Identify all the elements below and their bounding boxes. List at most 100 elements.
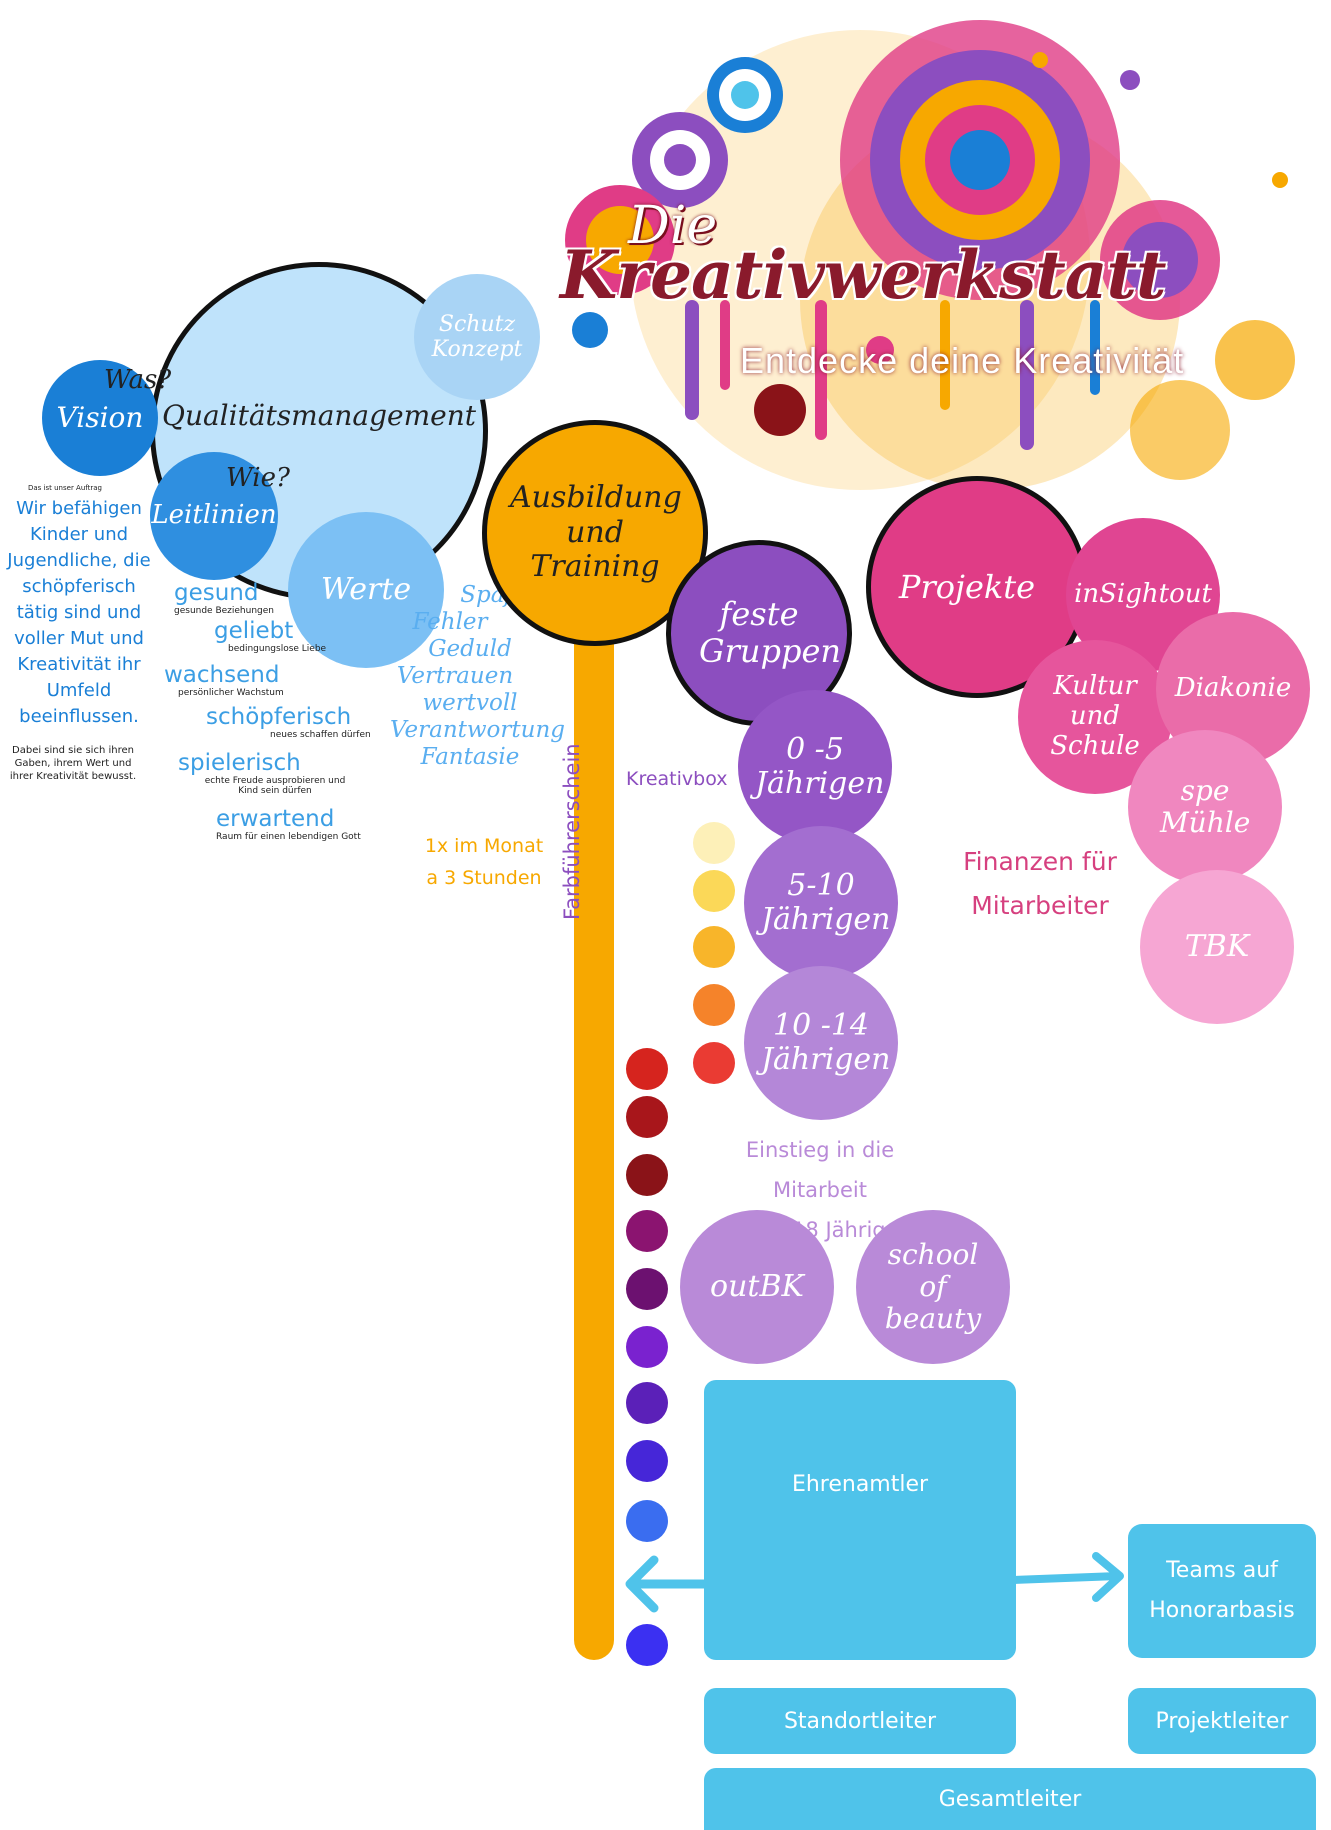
feste-gruppen-label: feste Gruppen: [699, 595, 841, 670]
training-trunk: [574, 600, 614, 1660]
werte-circle: Werte: [288, 512, 444, 668]
leitlinie-word: geliebt: [214, 618, 294, 644]
teams-line-2: Honorarbasis: [1149, 1598, 1295, 1623]
group-5-10-label: 5-10 Jährigen: [761, 867, 891, 937]
training-schedule: 1x im Monat a 3 Stunden: [424, 830, 544, 894]
leitlinien-question: Wie?: [226, 463, 290, 493]
werte-label: Werte: [320, 571, 412, 607]
ehrenamtler-label: Ehrenamtler: [791, 1472, 929, 1497]
tbk-label: TBK: [1184, 928, 1250, 964]
wert-item: Fantasie: [420, 744, 520, 770]
leitlinie-sub: gesunde Beziehungen: [174, 606, 274, 616]
color-dot: [693, 870, 735, 912]
group-0-5-circle: 0 -5 Jährigen: [738, 690, 892, 844]
mission-text: Wir befähigen Kinder und Jugendliche, di…: [7, 498, 151, 727]
standortleiter-box: Standortleiter: [704, 1688, 1016, 1754]
qualitaetsmanagement-label: Qualitätsmanagement: [161, 398, 477, 432]
wert-item: wertvoll: [422, 690, 518, 716]
einstieg-text: Einstieg in die Mitarbeit 15 – 18 Jährig…: [700, 1130, 940, 1250]
group-5-10-circle: 5-10 Jährigen: [744, 826, 898, 980]
teams-honorarbasis-box: Teams auf Honorarbasis: [1128, 1524, 1316, 1658]
color-dot: [626, 1154, 668, 1196]
schutz-konzept-label: Schutz Konzept: [431, 311, 523, 362]
leitlinie-sub: Raum für einen lebendigen Gott: [216, 832, 361, 842]
spe-muehle-label: spe Mühle: [1160, 773, 1251, 839]
leitlinie-wachsend: wachsend persönlicher Wachstum: [164, 662, 284, 698]
leitlinie-word: wachsend: [164, 662, 280, 688]
leitlinie-schoepferisch: schöpferisch neues schaffen dürfen: [206, 704, 371, 740]
projektleiter-label: Projektleiter: [1155, 1708, 1289, 1734]
logo-die: Die: [628, 196, 718, 256]
color-dot: [693, 926, 735, 968]
logo-splash-graphic: [565, 20, 1295, 490]
schedule-line-1: 1x im Monat: [424, 835, 544, 857]
arrow-to-teams: [1014, 1552, 1124, 1602]
color-dot: [626, 1210, 668, 1252]
color-dot: [626, 1268, 668, 1310]
leitlinie-sub: bedingungslose Liebe: [228, 644, 327, 654]
ehrenamtler-box: Ehrenamtler: [704, 1380, 1016, 1660]
color-dot: [626, 1382, 668, 1424]
logo-title: Kreativwerkstatt: [560, 236, 1166, 314]
vision-question: Was?: [104, 365, 172, 395]
mission-caption: Das ist unser Auftrag: [28, 484, 102, 492]
leitlinie-word: schöpferisch: [206, 704, 352, 730]
spe-muehle-circle: spe Mühle: [1128, 730, 1282, 884]
color-dot: [693, 1042, 735, 1084]
left-arrow-icon: [625, 1555, 708, 1613]
logo-tagline: Entdecke deine Kreativität: [740, 340, 1185, 381]
insightout-label: inSightout: [1074, 579, 1212, 610]
wert-item: Fehler: [412, 609, 488, 635]
leitlinie-gesund: gesund gesunde Beziehungen: [174, 580, 274, 616]
vision-circle: Vision: [42, 360, 158, 476]
mission-note: Dabei sind sie sich ihren Gaben, ihrem W…: [9, 745, 137, 782]
color-dot: [626, 1440, 668, 1482]
gesamtleiter-label: Gesamtleiter: [938, 1786, 1082, 1812]
kreativbox-label: Kreativbox: [626, 768, 728, 790]
werte-list: Spaß Fehler Geduld Vertrauen wertvoll Ve…: [380, 582, 565, 771]
leitlinie-sub: persönlicher Wachstum: [178, 688, 284, 698]
leitlinien-circle: Leitlinien: [150, 452, 278, 580]
color-dot: [626, 1624, 668, 1666]
teams-line-1: Teams auf: [1166, 1558, 1278, 1583]
leitlinie-word: erwartend: [216, 806, 335, 832]
color-dot: [693, 984, 735, 1026]
right-arrow-icon: [1014, 1552, 1124, 1602]
schedule-line-2: a 3 Stunden: [426, 867, 542, 889]
farbfuehrerschein-label: Farbführerschein: [560, 743, 584, 920]
leitlinie-word: gesund: [174, 580, 259, 606]
color-dot: [626, 1326, 668, 1368]
standortleiter-label: Standortleiter: [783, 1708, 937, 1734]
wert-item: Geduld: [428, 636, 512, 662]
color-dot: [693, 822, 735, 864]
schutz-konzept-circle: Schutz Konzept: [414, 274, 540, 400]
outbk-circle: outBK: [680, 1210, 834, 1364]
outbk-label: outBK: [710, 1268, 804, 1304]
kultur-schule-circle: Kultur und Schule: [1018, 640, 1172, 794]
leitlinie-geliebt: geliebt bedingungslose Liebe: [214, 618, 326, 654]
kultur-schule-label: Kultur und Schule: [1050, 671, 1140, 761]
group-10-14-circle: 10 -14 Jährigen: [744, 966, 898, 1120]
finanzen-text: Finanzen für Mitarbeiter: [950, 840, 1130, 928]
vision-label: Vision: [56, 400, 144, 434]
leitlinien-label: Leitlinien: [151, 500, 277, 531]
color-dot: [626, 1048, 668, 1090]
group-10-14-label: 10 -14 Jährigen: [761, 1007, 891, 1077]
school-of-beauty-label: school of beauty: [884, 1237, 982, 1336]
leitlinie-spielerisch: spielerisch echte Freude ausprobieren un…: [178, 750, 350, 796]
projekte-label: Projekte: [898, 567, 1036, 606]
wert-item: Vertrauen: [396, 663, 514, 689]
gesamtleiter-box: Gesamtleiter: [704, 1768, 1316, 1830]
diakonie-label: Diakonie: [1174, 673, 1292, 704]
einstieg-line-1: Einstieg in die Mitarbeit: [745, 1138, 895, 1202]
leitlinie-word: spielerisch: [178, 750, 301, 776]
finanzen-line-1: Finanzen für: [963, 847, 1117, 876]
projektleiter-box: Projektleiter: [1128, 1688, 1316, 1754]
leitlinie-erwartend: erwartend Raum für einen lebendigen Gott: [216, 806, 361, 842]
group-0-5-label: 0 -5 Jährigen: [755, 731, 885, 801]
color-dot: [626, 1500, 668, 1542]
school-of-beauty-circle: school of beauty: [856, 1210, 1010, 1364]
tbk-circle: TBK: [1140, 870, 1294, 1024]
leitlinie-sub: echte Freude ausprobieren und Kind sein …: [204, 776, 346, 796]
